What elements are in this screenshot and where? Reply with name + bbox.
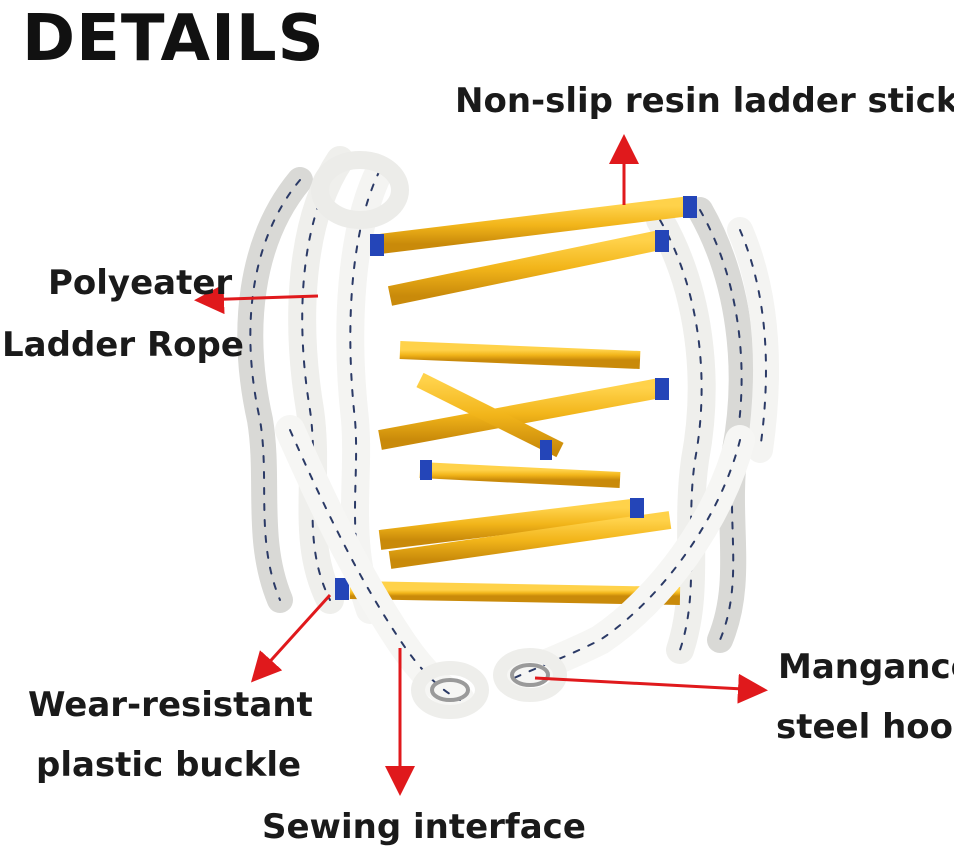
arrow-hook [534, 673, 768, 704]
front-ropes [275, 415, 755, 719]
arrow-rope [194, 284, 319, 315]
left-rope-bundle [237, 146, 409, 624]
label-ladder-stick: Non-slip resin ladder stick [455, 81, 954, 121]
label-ladder-rope-line2: Ladder Rope [2, 325, 244, 365]
label-hook-line1: Mangance [778, 647, 954, 687]
label-sewing-interface: Sewing interface [262, 807, 586, 847]
arrow-buckle [250, 593, 332, 683]
label-hook-line2: steel hook [776, 707, 954, 747]
label-buckle-line2: plastic buckle [36, 745, 302, 785]
page-title: DETAILS [22, 2, 325, 76]
steel-hook-left [430, 678, 470, 702]
label-ladder-rope-line1: Polyeater [48, 263, 233, 303]
steel-hook-right [510, 663, 550, 687]
label-buckle-line1: Wear-resistant [28, 685, 313, 725]
callout-arrows [194, 134, 768, 796]
ladder-rungs [335, 196, 697, 605]
